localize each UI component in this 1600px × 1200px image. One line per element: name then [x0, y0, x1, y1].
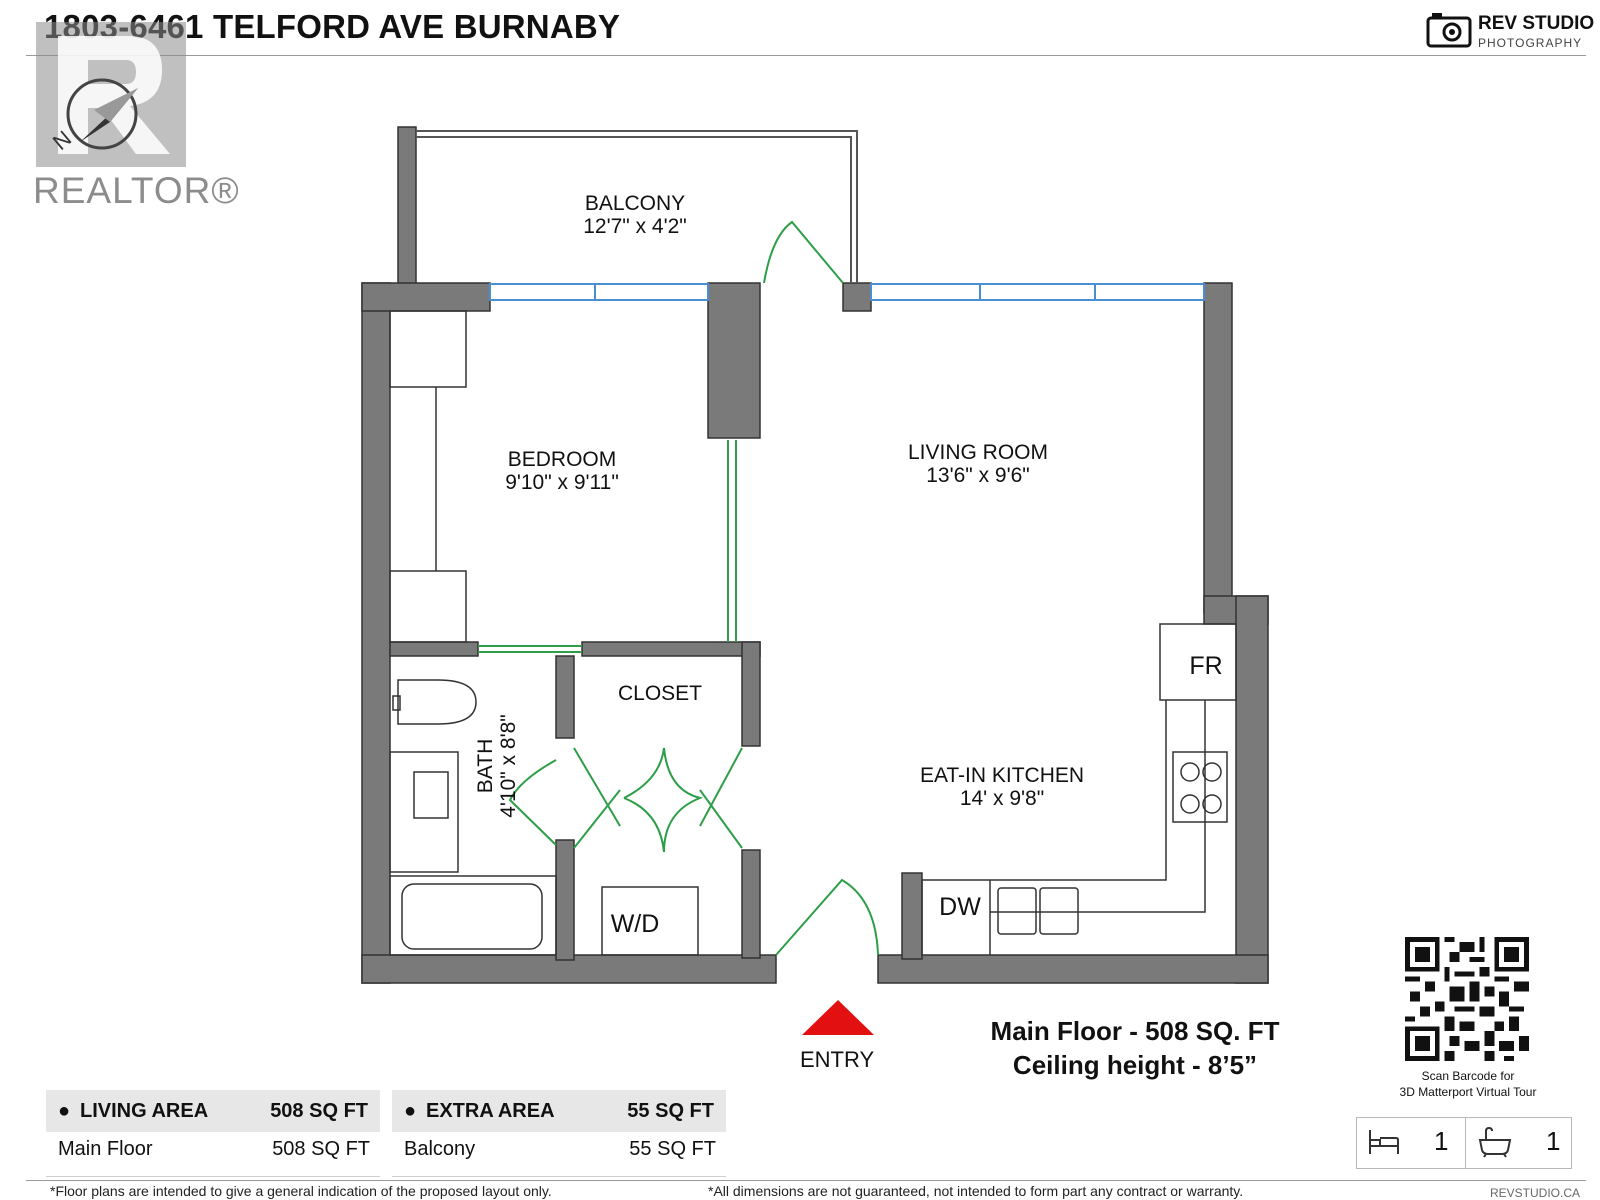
- kitchen-size: 14' x 9'8": [960, 787, 1044, 810]
- kitchen-name: EAT-IN KITCHEN: [920, 764, 1084, 787]
- entry-arrow-icon: [802, 1000, 874, 1035]
- bath-size: 4'10" x 8'8": [497, 714, 520, 818]
- fr-label: FR: [1189, 652, 1222, 680]
- fixtures: [389, 310, 1237, 956]
- footer-url[interactable]: REVSTUDIO.CA: [1490, 1186, 1581, 1200]
- bath-name: BATH: [474, 739, 497, 793]
- row-divider: [392, 1176, 726, 1177]
- ceiling-height: Ceiling height - 8’5”: [1012, 1050, 1258, 1080]
- bath-count: 1: [1546, 1126, 1561, 1156]
- bullet-icon: ●: [58, 1100, 71, 1122]
- main-floor-summary: Main Floor - 508 SQ. FT: [990, 1016, 1280, 1046]
- bedroom-size: 9'10" x 9'11": [505, 471, 619, 494]
- bed-bath-box: [1356, 1117, 1572, 1169]
- living-area-header: ● LIVING AREA 508 SQ FT: [46, 1090, 380, 1132]
- bedroom-name: BEDROOM: [508, 448, 617, 471]
- walls: [361, 126, 1269, 984]
- living-name: LIVING ROOM: [908, 441, 1048, 464]
- brand-name: REV STUDIO: [1478, 13, 1595, 34]
- extra-row-name: Balcony: [404, 1138, 476, 1160]
- header-divider: [26, 55, 1586, 56]
- balcony-rail: [416, 130, 858, 283]
- closet-name: CLOSET: [618, 682, 702, 705]
- realtor-logo-icon: N: [36, 22, 186, 167]
- footer-disclaimer-right: *All dimensions are not guaranteed, not …: [708, 1183, 1244, 1199]
- footer-divider: [26, 1180, 1586, 1181]
- qr-caption-line2: 3D Matterport Virtual Tour: [1399, 1085, 1537, 1099]
- bed-count: 1: [1434, 1126, 1449, 1156]
- living-size: 13'6" x 9'6": [926, 464, 1030, 487]
- room-labels: BALCONY 12'7" x 4'2" BEDROOM 9'10" x 9'1…: [474, 192, 1223, 938]
- camera-icon: [1426, 13, 1472, 48]
- doors: [478, 220, 879, 956]
- windows: [489, 283, 1205, 301]
- brand-subtitle: PHOTOGRAPHY: [1478, 36, 1583, 50]
- balcony-name: BALCONY: [585, 192, 685, 215]
- living-area-label: LIVING AREA: [80, 1100, 209, 1122]
- realtor-wordmark: REALTOR®: [33, 170, 240, 211]
- extra-row-value: 55 SQ FT: [629, 1138, 716, 1160]
- bed-icon: [1369, 1130, 1399, 1154]
- extra-area-total: 55 SQ FT: [627, 1100, 714, 1122]
- living-area-total: 508 SQ FT: [270, 1100, 368, 1122]
- dw-label: DW: [939, 893, 981, 921]
- row-divider: [46, 1176, 380, 1177]
- living-row-name: Main Floor: [58, 1138, 153, 1160]
- living-row-value: 508 SQ FT: [272, 1138, 370, 1160]
- balcony-size: 12'7" x 4'2": [583, 215, 687, 238]
- bullet-icon: ●: [404, 1100, 417, 1122]
- footer-disclaimer-left: *Floor plans are intended to give a gene…: [50, 1183, 552, 1199]
- bathtub-icon: [1478, 1126, 1512, 1158]
- bed-bath-divider: [1465, 1117, 1466, 1168]
- extra-area-label: EXTRA AREA: [426, 1100, 555, 1122]
- entry-label: ENTRY: [800, 1047, 875, 1072]
- qr-caption-line1: Scan Barcode for: [1421, 1069, 1515, 1083]
- qr-code-icon[interactable]: [1405, 937, 1529, 1061]
- wd-label: W/D: [611, 910, 660, 938]
- extra-area-header: ● EXTRA AREA 55 SQ FT: [392, 1090, 726, 1132]
